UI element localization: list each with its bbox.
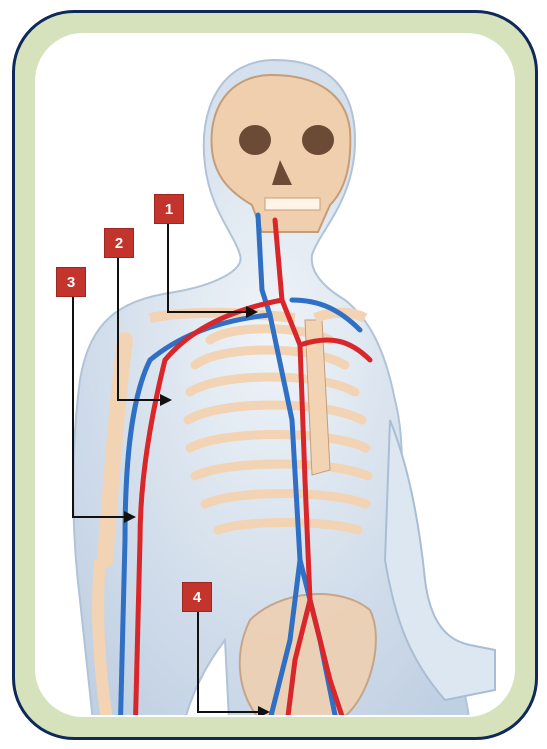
- label-4: 4: [182, 582, 212, 612]
- label-2: 2: [104, 228, 134, 258]
- label-1: 1: [154, 194, 184, 224]
- label-3: 3: [56, 267, 86, 297]
